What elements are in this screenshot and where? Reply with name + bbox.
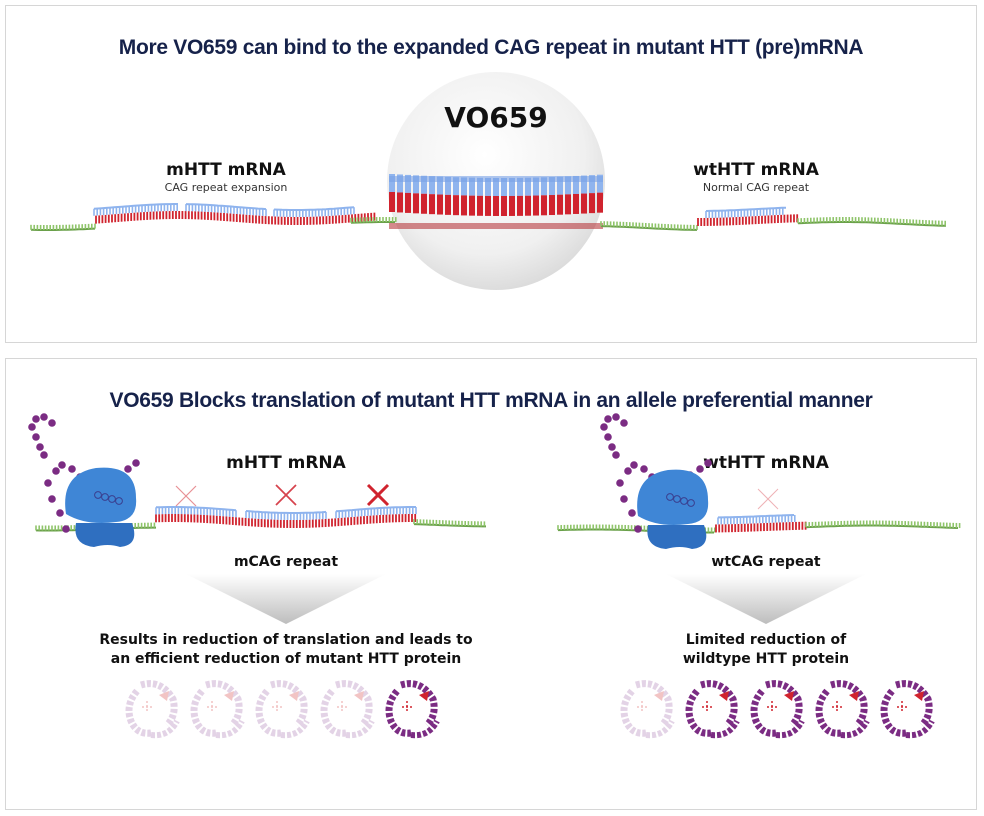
down-arrow-icon xyxy=(186,574,386,624)
vo659-label: VO659 xyxy=(444,101,548,134)
mhtt-label: mHTT mRNA xyxy=(166,160,286,180)
vo659-oligo xyxy=(335,506,417,519)
vo659-oligo xyxy=(717,514,796,525)
htt-protein-icon xyxy=(750,680,805,739)
down-arrow-icon xyxy=(666,574,866,624)
wthtt-label-bottom: wtHTT mRNA xyxy=(703,453,829,473)
htt-protein-icon xyxy=(880,680,935,739)
vo659-oligo xyxy=(155,506,237,518)
cag-repeat xyxy=(95,211,376,225)
htt-protein-icon xyxy=(815,680,870,739)
block-x-icon xyxy=(366,483,390,507)
panel-translation-title: VO659 Blocks translation of mutant HTT m… xyxy=(109,389,873,412)
wthtt-protein-row xyxy=(618,677,938,742)
mhtt-result-line1: Results in reduction of translation and … xyxy=(99,632,473,648)
vo659-oligo xyxy=(185,203,267,217)
translation-diagram xyxy=(28,413,961,624)
cag-repeat xyxy=(715,521,807,533)
ribosome-icon xyxy=(637,469,709,549)
mhtt-protein-row xyxy=(123,677,443,742)
rna-strand xyxy=(350,217,397,224)
rna-strand xyxy=(413,519,486,528)
htt-protein-faded-icon xyxy=(320,680,375,739)
mhtt-result-text: Results in reduction of translation and … xyxy=(66,631,506,669)
wthtt-result-line2: wildtype HTT protein xyxy=(682,651,850,667)
vo659-oligo xyxy=(705,206,787,218)
wtcag-repeat-label: wtCAG repeat xyxy=(711,554,821,570)
mhtt-sublabel: CAG repeat expansion xyxy=(164,181,288,194)
wthtt-result-line1: Limited reduction of xyxy=(685,632,847,648)
block-x-icon xyxy=(757,488,779,510)
rna-strand xyxy=(30,223,96,231)
mcag-repeat-label: mCAG repeat xyxy=(233,554,339,570)
htt-protein-faded-icon xyxy=(620,680,675,739)
vo659-duplex xyxy=(389,174,603,229)
mhtt-result-line2: an efficient reduction of mutant HTT pro… xyxy=(110,651,462,667)
htt-protein-icon xyxy=(385,680,440,739)
cag-repeat xyxy=(155,514,417,528)
mhtt-label-bottom: mHTT mRNA xyxy=(226,453,346,473)
wthtt-label: wtHTT mRNA xyxy=(693,160,819,180)
panel-binding-title: More VO659 can bind to the expanded CAG … xyxy=(118,36,864,59)
rna-strands-top xyxy=(30,174,947,231)
htt-protein-faded-icon xyxy=(255,680,310,739)
htt-protein-faded-icon xyxy=(125,680,180,739)
panel-translation: VO659 Blocks translation of mutant HTT m… xyxy=(5,358,977,810)
block-x-icon xyxy=(275,484,297,506)
wthtt-sublabel: Normal CAG repeat xyxy=(702,181,810,194)
vo659-oligo xyxy=(93,203,178,216)
vo659-oligo xyxy=(245,510,327,520)
rna-strand xyxy=(805,520,961,529)
rna-strand xyxy=(797,217,947,227)
ribosome-icon xyxy=(65,467,137,547)
block-x-icon xyxy=(175,485,197,507)
htt-protein-icon xyxy=(685,680,740,739)
panel-binding: More VO659 can bind to the expanded CAG … xyxy=(5,5,977,343)
htt-protein-faded-icon xyxy=(190,680,245,739)
wthtt-result-text: Limited reduction of wildtype HTT protei… xyxy=(646,631,886,669)
rna-strand xyxy=(600,221,698,231)
vo659-oligo xyxy=(273,206,355,217)
